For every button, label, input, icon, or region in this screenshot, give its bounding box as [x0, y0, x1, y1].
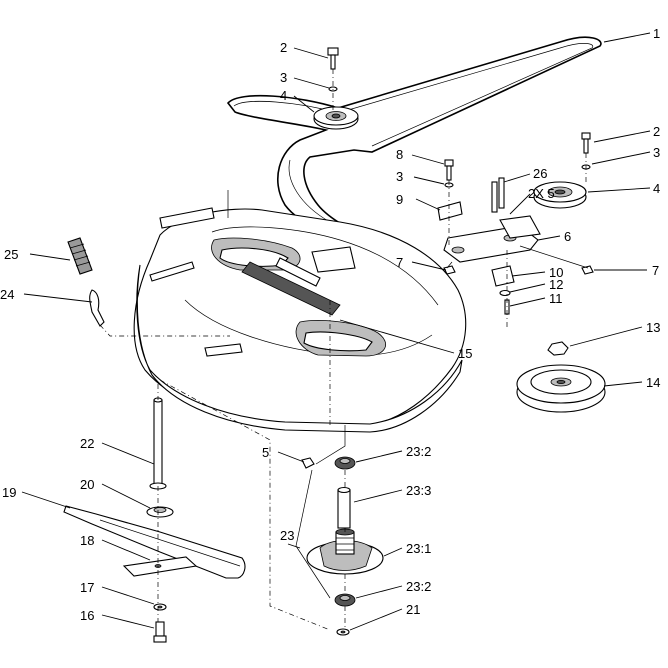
spindle-pulley — [516, 364, 606, 413]
spring-rod — [89, 289, 230, 337]
callout-19: 19 — [2, 485, 16, 500]
left-bolt-and-washer — [327, 47, 339, 110]
callout-16: 16 — [80, 608, 94, 623]
blade-washer — [153, 603, 167, 611]
callout-4: 4 — [280, 88, 287, 103]
callout-15: 15 — [458, 346, 472, 361]
blade-spacer — [146, 506, 174, 518]
callout-2x5: 2X 5 — [528, 186, 555, 201]
bracket-nuts-and-hardware — [443, 245, 594, 330]
tension-spring — [67, 237, 93, 275]
callout-3: 3 — [653, 145, 660, 160]
callout-24: 24 — [0, 287, 14, 302]
callout-17: 17 — [80, 580, 94, 595]
callout-25: 25 — [4, 247, 18, 262]
callout-18: 18 — [80, 533, 94, 548]
right-idler-pulley — [533, 181, 587, 209]
bracket-pivot-bolt — [437, 159, 463, 245]
callout-11: 11 — [549, 291, 563, 306]
callout-13: 13 — [646, 320, 660, 335]
spindle-center-lines-right — [295, 300, 346, 628]
idler-arm-bracket — [443, 215, 541, 263]
callout-3: 3 — [396, 169, 403, 184]
callout-2: 2 — [653, 124, 660, 139]
callout-10: 10 — [549, 265, 563, 280]
spindle-spacer-tube — [337, 486, 351, 529]
callout-7: 7 — [396, 255, 403, 270]
callout-4: 4 — [653, 181, 660, 196]
callout-23-2: 23:2 — [406, 444, 431, 459]
spindle-housing — [306, 528, 384, 575]
lock-nut — [547, 341, 569, 356]
callout-23-2: 23:2 — [406, 579, 431, 594]
callout-2: 2 — [280, 40, 287, 55]
callout-14: 14 — [646, 375, 660, 390]
callout-12: 12 — [549, 277, 563, 292]
callout-22: 22 — [80, 436, 94, 451]
mower-blade — [63, 505, 246, 579]
blade-stiffener — [122, 556, 198, 577]
leader-lines — [21, 32, 651, 631]
spindle-bearing-lower — [334, 593, 356, 607]
blade-spindle-shaft — [149, 397, 167, 490]
callout-5: 5 — [262, 445, 269, 460]
callout-6: 6 — [564, 229, 571, 244]
spindle-center-lines — [157, 379, 331, 631]
callout-9: 9 — [396, 192, 403, 207]
callout-labels: 1 2 3 4 2 3 4 8 26 3 2X 5 9 6 25 7 10 7 … — [0, 26, 660, 623]
callout-1: 1 — [653, 26, 660, 41]
callout-23-3: 23:3 — [406, 483, 431, 498]
callout-23-1: 23:1 — [406, 541, 431, 556]
deck-nut — [301, 457, 315, 469]
callout-26: 26 — [533, 166, 547, 181]
left-idler-pulley — [313, 106, 359, 130]
mower-deck-shell — [133, 190, 467, 433]
spindle-washer — [336, 628, 350, 636]
callout-3: 3 — [280, 70, 287, 85]
spindle-bearing-upper — [334, 456, 356, 470]
callout-8: 8 — [396, 147, 403, 162]
right-bolt-and-washer — [581, 132, 591, 185]
callout-20: 20 — [80, 477, 94, 492]
spacer-pins — [491, 177, 505, 213]
callout-7: 7 — [652, 263, 659, 278]
callout-23: 23 — [280, 528, 294, 543]
blade-bolt — [153, 621, 167, 643]
callout-21: 21 — [406, 602, 420, 617]
